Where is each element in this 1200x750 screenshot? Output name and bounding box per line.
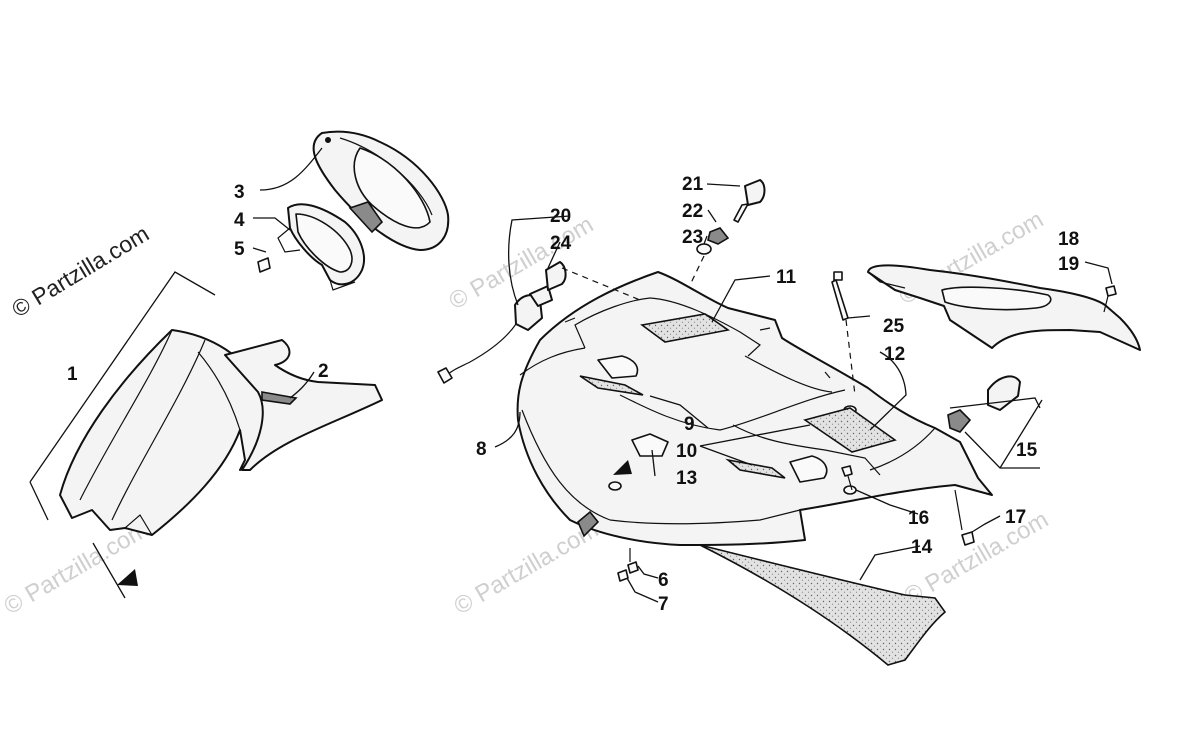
callout-20: 20 xyxy=(550,206,571,227)
watermark-faint: © Partzilla.com xyxy=(0,516,153,620)
callout-7: 7 xyxy=(658,594,669,615)
callout-12: 12 xyxy=(884,344,905,365)
callout-16: 16 xyxy=(908,508,929,529)
part-4-bracket xyxy=(277,203,365,291)
callout-8: 8 xyxy=(476,439,487,460)
part-18-side-panel xyxy=(867,264,1141,351)
callout-14: 14 xyxy=(911,537,933,558)
decal-12 xyxy=(803,407,897,453)
callout-21: 21 xyxy=(682,174,704,195)
part-23-washer xyxy=(689,243,712,286)
part-2-panel xyxy=(224,339,383,471)
callout-17: 17 xyxy=(1005,507,1026,528)
callout-10: 10 xyxy=(676,441,697,462)
part-25-bolt xyxy=(831,271,856,396)
part-14-pad xyxy=(699,509,947,666)
part-24-grommet xyxy=(545,261,641,301)
leader-lines xyxy=(252,147,1113,603)
part-16-screw xyxy=(841,465,853,491)
arrow-marker xyxy=(613,460,632,475)
arrow-marker xyxy=(117,569,138,586)
callout-24: 24 xyxy=(550,233,572,254)
decal-10 xyxy=(725,458,786,479)
callout-5: 5 xyxy=(234,239,245,260)
callout-numbers: 1 2 3 4 5 6 7 8 9 10 11 12 13 14 15 16 1… xyxy=(67,174,1079,615)
callout-3: 3 xyxy=(234,182,245,203)
callout-1: 1 xyxy=(67,364,78,385)
part-22-nut xyxy=(707,227,730,245)
callout-22: 22 xyxy=(682,201,703,222)
decals xyxy=(579,313,897,479)
part-5-nut xyxy=(257,257,271,273)
part-17-screw xyxy=(954,489,975,546)
part-20-switch xyxy=(437,285,553,384)
callout-2: 2 xyxy=(318,361,329,382)
watermark-faint: © Partzilla.com xyxy=(450,516,604,620)
part-15-latch xyxy=(947,375,1043,469)
part-21-key xyxy=(733,179,766,223)
callout-15: 15 xyxy=(1016,440,1038,461)
callout-9: 9 xyxy=(684,414,695,435)
callout-23: 23 xyxy=(682,227,703,248)
callout-19: 19 xyxy=(1058,254,1079,275)
part-1-bracket-lines xyxy=(29,271,216,599)
part-6-7-screws xyxy=(617,548,639,582)
callout-25: 25 xyxy=(883,316,905,337)
callout-4: 4 xyxy=(234,210,245,231)
part-19-screw xyxy=(1103,285,1117,313)
part-3-housing xyxy=(312,130,450,251)
part-8-main-body xyxy=(516,271,993,546)
callout-13: 13 xyxy=(676,468,697,489)
decal-11 xyxy=(640,313,731,343)
callout-18: 18 xyxy=(1058,229,1079,250)
callout-6: 6 xyxy=(658,570,669,591)
decal-9 xyxy=(579,375,644,396)
watermark-main: © Partzilla.com xyxy=(7,220,153,322)
callout-11: 11 xyxy=(776,267,797,288)
part-13-clip xyxy=(631,433,669,457)
